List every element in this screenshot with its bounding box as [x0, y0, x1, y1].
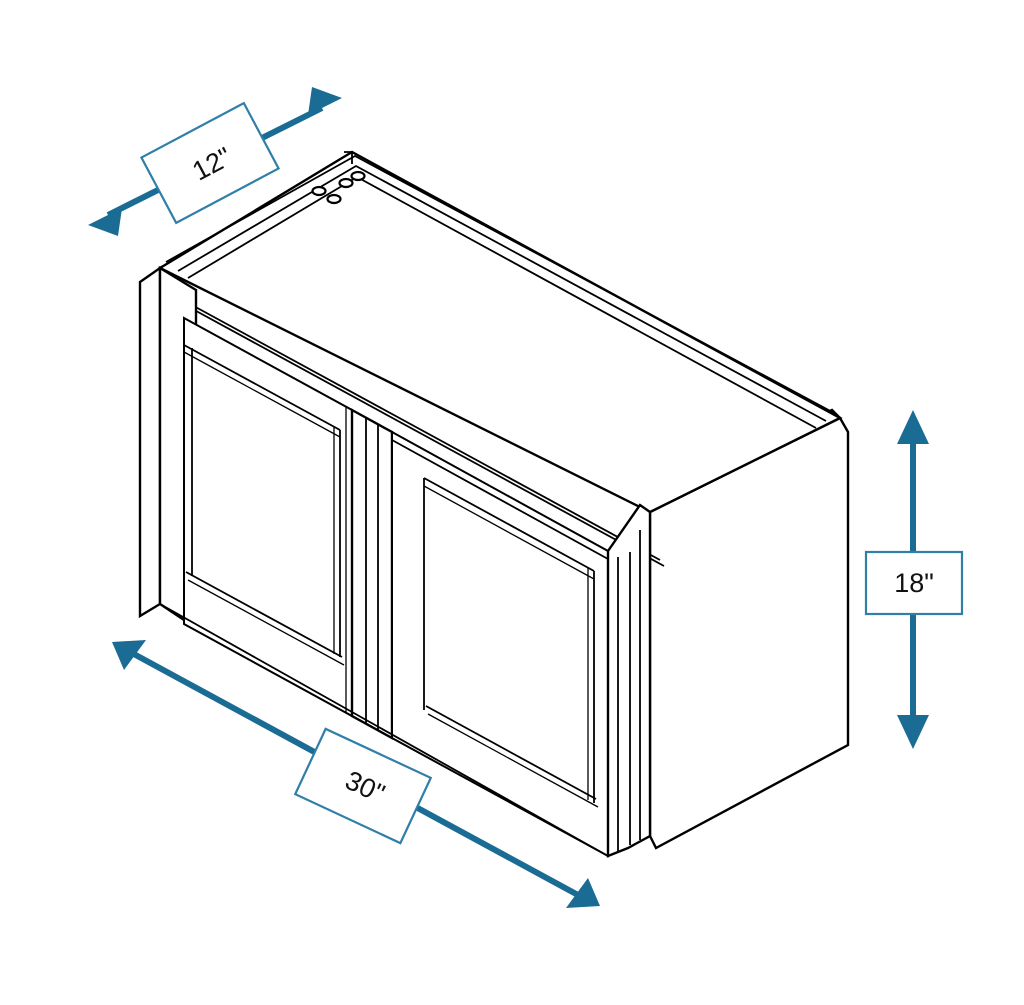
- mounting-hole-2: [326, 193, 342, 205]
- left-door-top-rail: [183, 344, 341, 431]
- width-label-box: [293, 727, 433, 845]
- height-arrow-bottom-icon: [897, 715, 929, 749]
- left-door-bottom-rail: [185, 571, 343, 658]
- center-stile: [350, 407, 394, 741]
- width-arrow-end-icon: [566, 878, 600, 908]
- back-corner-notch: [344, 151, 353, 164]
- right-door-bottom-rail: [425, 705, 597, 800]
- cabinet-bottom-front-edge-2: [139, 603, 161, 617]
- cabinet-body: [138, 150, 850, 858]
- depth-arrow-end-icon: [308, 87, 342, 115]
- depth-arrow-start-icon: [88, 208, 122, 236]
- dimension-depth: 12": [88, 87, 342, 236]
- mounting-hole-3: [338, 177, 354, 189]
- cabinet-bottom-right-edge: [655, 744, 849, 849]
- cabinet-top-surface: [157, 150, 843, 514]
- width-arrow-start-icon: [112, 640, 146, 670]
- left-door[interactable]: [183, 316, 353, 718]
- right-door-top-rail: [423, 477, 595, 572]
- left-door-top-rail-inner: [183, 351, 341, 438]
- left-side-panel: [138, 265, 162, 619]
- height-label-box: [864, 550, 964, 616]
- right-face-frame-stile-face: [606, 503, 652, 858]
- top-front-rail-line-2: [175, 299, 665, 567]
- left-door-bottom-rail-inner: [187, 579, 345, 666]
- cabinet-bottom-front-edge: [159, 603, 609, 857]
- top-back-rail-line-2: [177, 164, 827, 422]
- mounting-hole-4: [350, 170, 366, 182]
- right-door-top-rail-inner: [423, 485, 595, 580]
- dimension-height: 18": [864, 410, 964, 749]
- top-back-rail-line-1: [165, 154, 837, 415]
- top-front-rail-line-1: [167, 291, 661, 561]
- center-stile-face: [350, 407, 394, 741]
- right-door-bottom-rail-inner: [427, 713, 599, 808]
- dimension-width: 30": [112, 640, 600, 908]
- height-label: 18": [894, 568, 934, 598]
- right-door-top-edge: [391, 439, 609, 560]
- mounting-hole-1: [311, 185, 327, 197]
- height-arrow-top-icon: [897, 410, 929, 444]
- right-face-frame-stile: [606, 503, 652, 858]
- mounting-holes: [311, 170, 366, 205]
- depth-label-box: [139, 101, 281, 225]
